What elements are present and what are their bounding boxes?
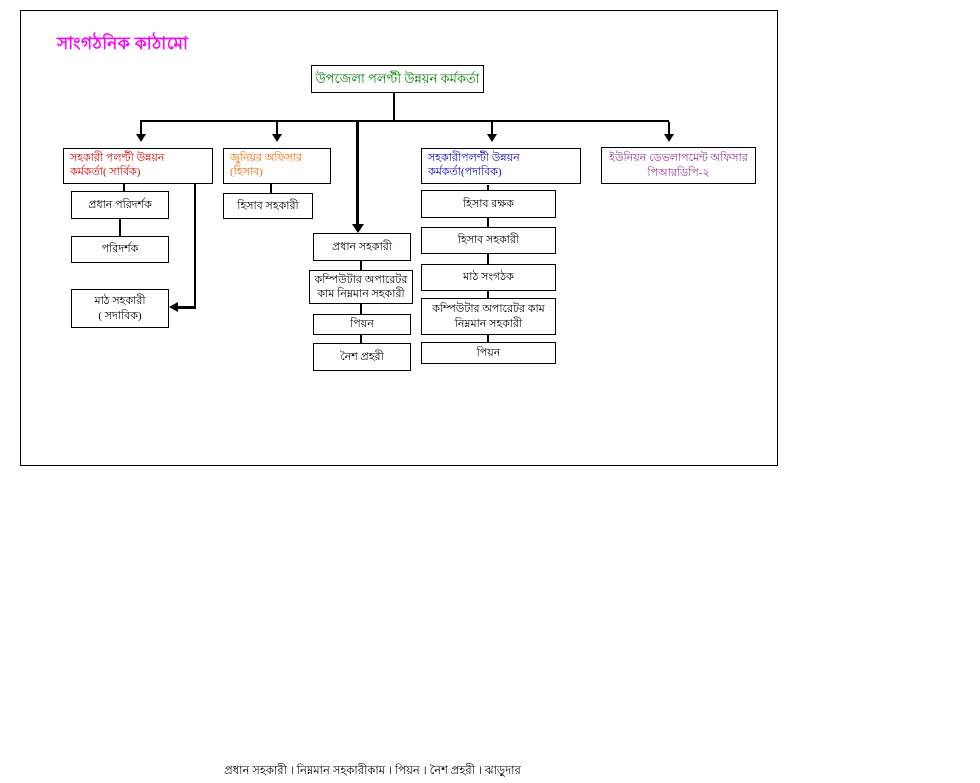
connector-central-thick	[356, 122, 359, 225]
node-label-line1: ইউনিয়ন ডেভলাপমেন্ট অফিসার	[609, 152, 748, 165]
connector-branch3-stem	[491, 122, 493, 135]
node-label: পিয়ন	[350, 318, 374, 331]
node-label-line2: ( সদাবিক)	[98, 309, 142, 322]
node-chief-inspector: প্রধান পরিদর্শক	[71, 191, 169, 219]
node-accounts-keeper: হিসাব রক্ষক	[421, 190, 556, 218]
node-accounts-assistant: হিসাব সহকারী	[223, 193, 313, 219]
node-label-line2: কর্মকর্তা(পদাবিক)	[428, 166, 502, 179]
connector-branch4-stem	[668, 122, 670, 135]
arrow-left-icon	[169, 302, 178, 312]
connector-inspector	[119, 219, 121, 236]
arrow-down-icon	[487, 134, 497, 142]
node-computer-operator-lda: কম্পিউটার অপারেটর কাম নিম্নমান সহকারী	[309, 270, 413, 304]
connector-padabik-2	[487, 254, 489, 264]
node-label-line1: মাঠ সহকারী	[94, 295, 146, 308]
node-label: প্রধান পরিদর্শক	[88, 198, 152, 211]
node-computer-operator-lda-2: কম্পিউটার অপারেটর কাম নিম্নমান সহকারী	[421, 298, 556, 335]
footer-caption: প্রধান সহকারী । নিম্নমান সহকারীকাম । পিয…	[224, 765, 521, 777]
arrow-down-icon	[352, 224, 364, 233]
page-title: সাংগঠনিক কাঠামো	[57, 34, 189, 53]
node-label-line1: কম্পিউটার অপারেটর	[314, 273, 408, 286]
node-label-line1: কম্পিউটার অপারেটর কাম	[432, 303, 545, 316]
node-label: উপজেলা পলণ্টী উন্নয়ন কর্মকর্তা	[315, 70, 480, 86]
chart-frame: সাংগঠনিক কাঠামো উপজেলা পলণ্টী উন্নয়ন কর…	[20, 10, 778, 466]
connector-root-stem	[393, 92, 395, 120]
connector-branch2-stem	[276, 122, 278, 135]
connector-field-assistant-vertical	[194, 184, 196, 308]
node-label: মাঠ সংগঠক	[463, 271, 514, 284]
connector-sarbik-child	[123, 184, 125, 191]
node-accounts-assistant-2: হিসাব সহকারী	[421, 227, 556, 254]
node-junior-officer-accounts: জুনিয়র অফিসার (হিসাব)	[223, 148, 331, 184]
arrow-down-icon	[664, 134, 674, 142]
node-label-line2: কর্মকর্তা( সার্বিক)	[70, 166, 141, 179]
node-label: নৈশ প্রহরী	[340, 350, 384, 363]
node-label-line2: কাম নিম্নমান সহকারী	[317, 288, 405, 300]
node-field-organizer: মাঠ সংগঠক	[421, 264, 556, 291]
node-label-line2: পিআরডিপি-২	[647, 166, 710, 179]
connector-padabik-3	[487, 291, 489, 298]
connector-field-assistant-horizontal	[178, 306, 196, 309]
node-chief-assistant: প্রধান সহকারী	[313, 233, 411, 261]
node-night-guard: নৈশ প্রহরী	[313, 343, 411, 371]
node-label: প্রধান সহকারী	[331, 240, 392, 253]
node-label: পরিদর্শক	[101, 243, 139, 256]
node-upazila-rural-dev-officer: উপজেলা পলণ্টী উন্নয়ন কর্মকর্তা	[311, 65, 484, 93]
connector-padabik-0	[487, 185, 489, 190]
node-asst-rural-dev-officer-padabik: সহকারীপলণ্টী উন্নয়ন কর্মকর্তা(পদাবিক)	[421, 148, 581, 184]
node-label-line2: নিম্নমান সহকারী	[454, 317, 523, 330]
node-field-assistant-sadabik: মাঠ সহকারী ( সদাবিক)	[71, 289, 169, 328]
node-label-line1: সহকারীপলণ্টী উন্নয়ন	[428, 152, 520, 164]
arrow-down-icon	[136, 134, 146, 142]
node-inspector: পরিদর্শক	[71, 236, 169, 263]
connector-branch1-stem	[140, 122, 142, 135]
connector-accounts-child	[270, 184, 272, 193]
node-label-line1: সহকারী পলণ্টী উন্নয়ন	[70, 152, 165, 164]
node-label: হিসাব রক্ষক	[463, 197, 514, 210]
connector-padabik-1	[487, 218, 489, 227]
connector-main-horizontal	[140, 120, 669, 122]
connector-central-1	[360, 261, 362, 270]
connector-central-3	[360, 335, 362, 343]
connector-padabik-4	[487, 335, 489, 342]
node-label: হিসাব সহকারী	[457, 234, 520, 247]
node-label: হিসাব সহকারী	[237, 199, 299, 212]
node-peon-2: পিয়ন	[421, 342, 556, 364]
node-peon: পিয়ন	[313, 314, 411, 335]
node-union-development-officer-prdp2: ইউনিয়ন ডেভলাপমেন্ট অফিসার পিআরডিপি-২	[601, 147, 756, 184]
arrow-down-icon	[272, 134, 282, 142]
connector-central-2	[360, 304, 362, 314]
node-label-line1: জুনিয়র অফিসার (হিসাব)	[230, 152, 303, 179]
node-asst-rural-dev-officer-sarbik: সহকারী পলণ্টী উন্নয়ন কর্মকর্তা( সার্বিক…	[63, 148, 213, 184]
node-label: পিয়ন	[476, 346, 501, 359]
